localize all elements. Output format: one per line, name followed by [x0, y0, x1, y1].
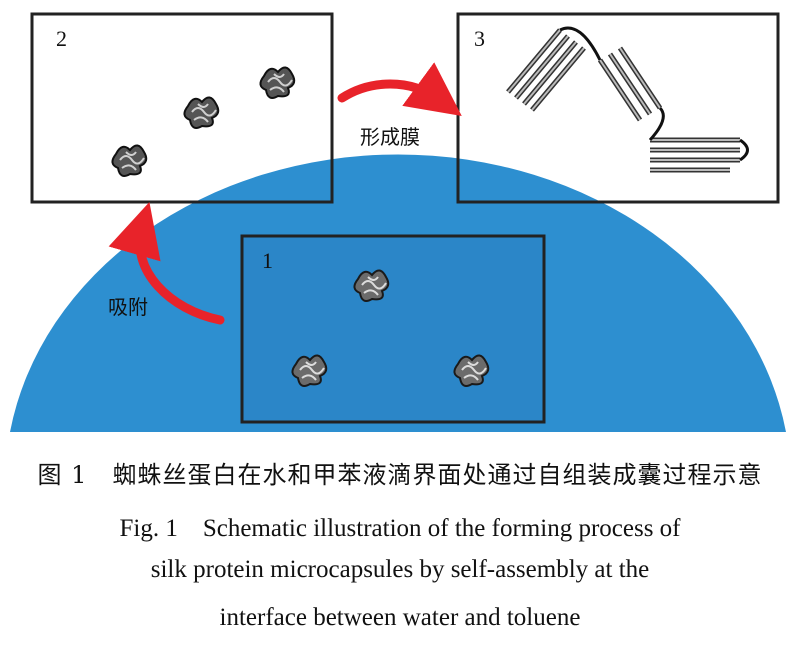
protein-globule	[260, 67, 294, 98]
panel-3-label: 3	[474, 26, 485, 51]
adsorption-label: 吸附	[108, 295, 148, 319]
caption-english-line-3: interface between water and toluene	[0, 604, 800, 632]
film-formation-arrow	[342, 84, 440, 100]
panel-2-label: 2	[56, 26, 67, 51]
caption-chinese: 图 1 蜘蛛丝蛋白在水和甲苯液滴界面处通过自组装成囊过程示意	[0, 455, 800, 490]
caption-english-line-1: Fig. 1 Schematic illustration of the for…	[0, 508, 800, 544]
panel-1-frame	[242, 236, 544, 422]
panel-1-label: 1	[262, 248, 273, 273]
caption-english-line-2: silk protein microcapsules by self-assem…	[0, 556, 800, 584]
schematic-figure: 1 2 3 吸附	[0, 0, 800, 440]
protein-globule	[184, 97, 218, 128]
protein-globule	[112, 145, 146, 176]
beta-sheet-strands	[508, 28, 748, 170]
film-formation-label: 形成膜	[360, 125, 420, 149]
